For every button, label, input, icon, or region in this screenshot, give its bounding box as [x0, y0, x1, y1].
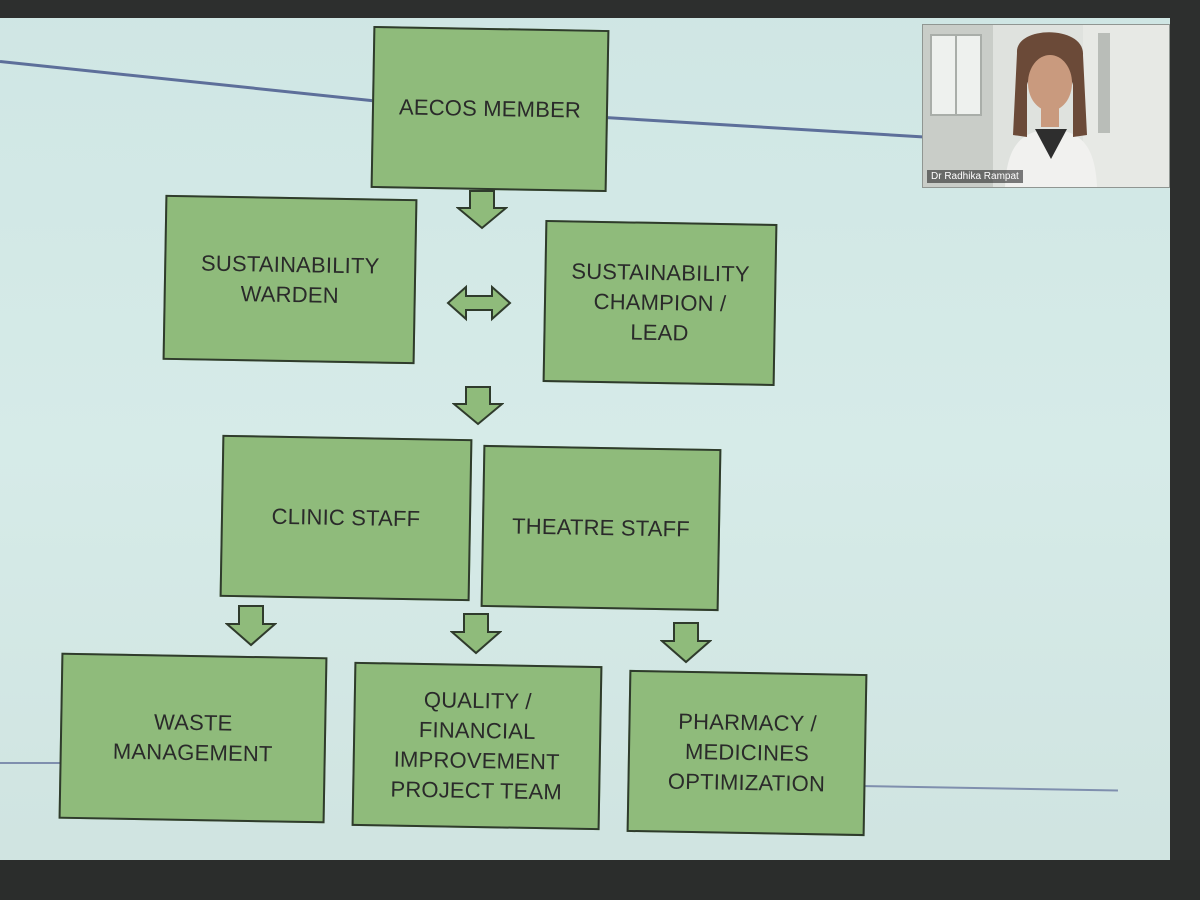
theatre-staff-box: THEATRE STAFF [480, 444, 722, 612]
waste-management-label: WASTE MANAGEMENT [112, 709, 273, 767]
waste-management-box: WASTE MANAGEMENT [58, 652, 328, 824]
webcam-thumbnail[interactable]: Dr Radhika Rampat [922, 24, 1170, 188]
theatre-staff-label: THEATRE STAFF [511, 513, 691, 542]
quality-financial-label: QUALITY / FINANCIAL IMPROVEMENT PROJECT … [390, 687, 563, 805]
bottom-rule-left [0, 762, 70, 764]
sustainability-warden-box: SUSTAINABILITY WARDEN [162, 194, 418, 365]
sustainability-champion-box: SUSTAINABILITY CHAMPION / LEAD [542, 219, 778, 387]
screen-right-bezel [1170, 0, 1200, 900]
bottom-rule-right [859, 785, 1118, 792]
pharmacy-medicines-label: PHARMACY / MEDICINES OPTIMIZATION [667, 708, 826, 797]
aecos-member-label: AECOS MEMBER [398, 94, 582, 123]
clinic-staff-box: CLINIC STAFF [219, 434, 473, 602]
pharmacy-medicines-box: PHARMACY / MEDICINES OPTIMIZATION [626, 669, 868, 837]
aecos-member-box: AECOS MEMBER [370, 25, 610, 193]
double-arrow-icon [446, 284, 512, 322]
sustainability-warden-label: SUSTAINABILITY WARDEN [200, 249, 380, 308]
screen-bottom-bezel [0, 860, 1200, 900]
clinic-staff-label: CLINIC STAFF [271, 503, 421, 532]
arrow-down-icon [450, 613, 502, 655]
screen-top-bezel [0, 0, 1200, 18]
participant-video [923, 25, 1169, 187]
sustainability-champion-label: SUSTAINABILITY CHAMPION / LEAD [571, 258, 750, 346]
quality-financial-box: QUALITY / FINANCIAL IMPROVEMENT PROJECT … [351, 661, 603, 831]
arrow-down-icon [456, 190, 508, 230]
top-rule-right [604, 116, 925, 139]
participant-name: Dr Radhika Rampat [927, 170, 1023, 183]
arrow-down-icon [660, 622, 712, 664]
arrow-down-icon [452, 386, 504, 426]
top-rule-left [0, 60, 379, 103]
arrow-down-icon [225, 605, 277, 647]
